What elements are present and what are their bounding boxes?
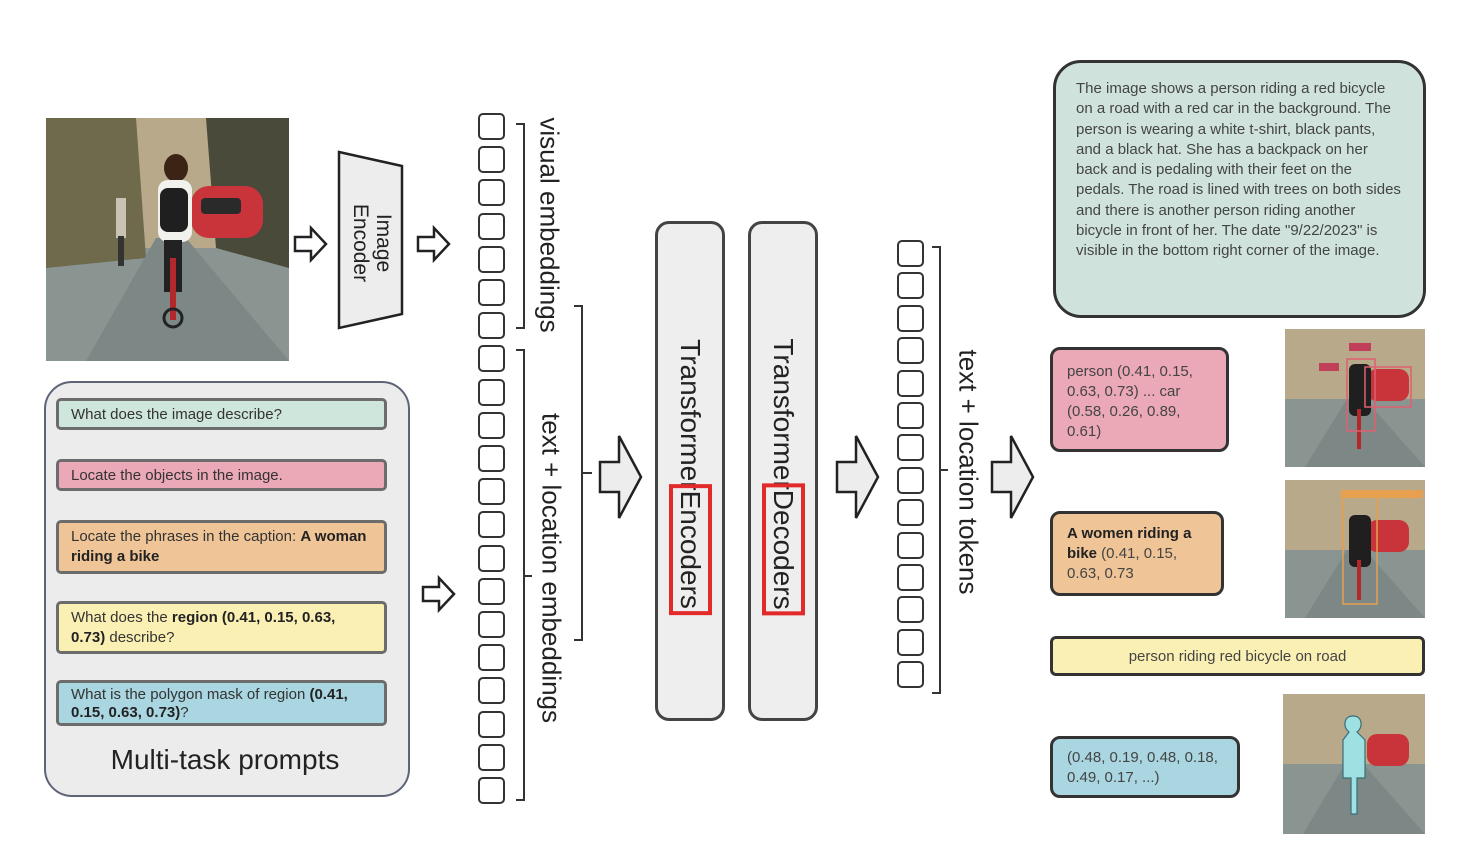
transformer-decoder-block	[748, 221, 818, 721]
token-square	[478, 345, 505, 373]
token-square	[897, 628, 924, 656]
token-square	[478, 378, 505, 406]
arrow-right-icon	[421, 575, 456, 613]
transformer-decoder-label: TransformerDecoders	[766, 338, 801, 633]
token-square	[897, 434, 924, 462]
prompt-caption: What does the image describe?	[56, 398, 387, 430]
prompt-grounding: Locate the phrases in the caption: A wom…	[56, 520, 387, 574]
region-caption-output: person riding red bicycle on road	[1050, 636, 1425, 676]
output-tokens-bracket	[932, 246, 948, 694]
token-square	[478, 212, 505, 240]
token-square	[478, 146, 505, 174]
detection-result-image	[1285, 329, 1425, 467]
token-square	[897, 499, 924, 527]
grounding-output: A women riding a bike (0.41, 0.15, 0.63,…	[1050, 511, 1224, 596]
prompt-detection: Locate the objects in the image.	[56, 459, 387, 491]
embedding-brackets	[516, 123, 592, 801]
token-square	[478, 445, 505, 472]
decoders-highlight: Decoders	[766, 466, 801, 633]
prompts-title: Multi-task prompts	[110, 744, 340, 775]
arrow-right-icon	[990, 435, 1035, 519]
token-square	[478, 245, 505, 273]
transformer-encoder-block	[655, 221, 725, 721]
text-location-tokens-label: text + location tokens	[953, 349, 984, 595]
token-square	[478, 411, 505, 439]
token-square	[478, 478, 505, 506]
text-location-embeddings-label: text + location embeddings	[536, 412, 567, 724]
token-square	[478, 544, 505, 572]
token-square	[897, 596, 924, 624]
token-square	[478, 113, 505, 140]
token-square	[897, 369, 924, 397]
output-tokens	[895, 240, 927, 705]
image-encoder-shape	[337, 150, 404, 330]
caption-output: The image shows a person riding a red bi…	[1053, 60, 1426, 318]
grounding-result-image	[1285, 480, 1425, 618]
image-encoder-label: Image Encoder	[349, 203, 395, 283]
arrow-right-icon	[293, 225, 328, 263]
token-square	[897, 466, 924, 494]
token-square	[897, 531, 924, 559]
prompt-region-caption: What does the region (0.41, 0.15, 0.63, …	[56, 601, 387, 654]
token-square	[897, 272, 924, 300]
polygon-output: (0.48, 0.19, 0.48, 0.18, 0.49, 0.17, ...…	[1050, 736, 1240, 798]
token-square	[478, 743, 505, 771]
token-square	[897, 402, 924, 429]
token-square	[897, 564, 924, 591]
token-square	[478, 577, 505, 605]
token-square	[478, 644, 505, 672]
token-square	[478, 710, 505, 738]
token-square	[897, 304, 924, 332]
token-square	[897, 240, 924, 267]
token-square	[478, 777, 505, 804]
arrow-right-icon	[835, 435, 880, 519]
detection-output: person (0.41, 0.15, 0.63, 0.73) ... car …	[1050, 347, 1229, 452]
visual-embeddings-label: visual embeddings	[534, 117, 565, 333]
arrow-right-icon	[416, 225, 451, 263]
prompts-panel	[44, 381, 410, 797]
transformer-encoder-label: TransformerEncoders	[673, 339, 708, 632]
embedding-tokens	[476, 113, 508, 813]
token-square	[897, 661, 924, 689]
prompt-polygon: What is the polygon mask of region (0.41…	[56, 680, 387, 726]
segmentation-result-image	[1283, 694, 1425, 834]
token-square	[478, 677, 505, 705]
arrow-right-icon	[598, 435, 643, 519]
token-square	[478, 511, 505, 539]
token-square	[478, 279, 505, 306]
token-square	[897, 337, 924, 365]
token-square	[478, 611, 505, 638]
encoders-highlight: Encoders	[673, 467, 708, 632]
input-image	[46, 118, 289, 361]
token-square	[478, 312, 505, 340]
token-square	[478, 179, 505, 207]
